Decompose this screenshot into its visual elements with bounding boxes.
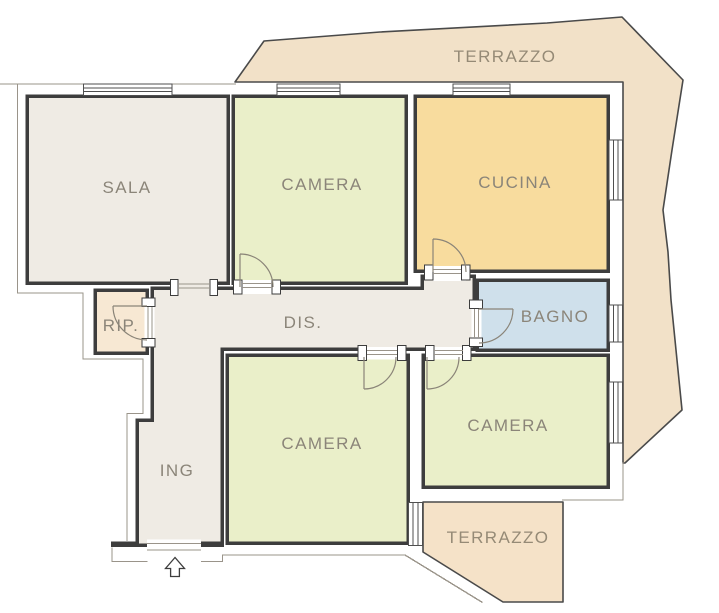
window-cucina-right [608, 139, 624, 201]
jamb [468, 337, 484, 348]
jamb [468, 299, 484, 310]
jamb [357, 344, 368, 362]
terrace-bottom-area [422, 501, 564, 603]
room-label-cucina: CUCINA [478, 173, 552, 192]
outline-entry-right-and-bottom [201, 554, 483, 604]
room-label-rip: RIP. [102, 316, 140, 335]
sill [147, 543, 201, 551]
room-rip [93, 288, 149, 355]
room-label-dis: DIS. [283, 313, 323, 332]
jamb [424, 344, 435, 362]
room-label-sala: SALA [102, 178, 152, 197]
opening-camera-mid-door [367, 347, 397, 360]
entrance-stub-left [111, 541, 137, 547]
rooms [25, 94, 610, 547]
sill [147, 307, 153, 338]
room-dis-ing-corridor [135, 274, 476, 547]
room-label-terrazzo-bottom: TERRAZZO [446, 528, 550, 547]
sill [367, 350, 397, 355]
jamb [232, 279, 243, 295]
window-cucina-top [452, 83, 511, 97]
door-camera-right [426, 356, 460, 390]
window-bagno-right [608, 304, 624, 343]
windows [82, 83, 624, 547]
door-camera-mid [363, 356, 397, 390]
room-label-terrazzo-top: TERRAZZO [453, 47, 557, 66]
door-cucina [432, 238, 467, 273]
door-camera-top [239, 253, 274, 288]
room-label-camera-top: CAMERA [281, 175, 363, 194]
opening-bagno-door [471, 309, 482, 338]
opening-rip-door [144, 307, 155, 338]
window-camera-top [276, 83, 341, 97]
door-bagno [478, 308, 514, 344]
room-label-camera-mid: CAMERA [281, 434, 363, 453]
jamb [169, 278, 179, 297]
sill [433, 269, 461, 274]
door-sills [147, 269, 479, 551]
room-label-camera-right: CAMERA [467, 416, 549, 435]
entrance-wall-stubs [111, 541, 222, 547]
room-label-bagno: BAGNO [520, 307, 590, 326]
outline-entry-left-stub [111, 547, 148, 563]
outline-bottom-right [562, 462, 624, 501]
jamb [423, 264, 434, 281]
door-jambs [141, 264, 484, 362]
room-camera-right [421, 353, 610, 489]
door-swings [112, 238, 514, 390]
jamb [141, 337, 156, 348]
jamb [461, 344, 472, 362]
jamb [209, 278, 219, 297]
entrance-arrow-icon [164, 556, 186, 578]
jamb [141, 297, 156, 308]
sill [474, 309, 479, 338]
sill [178, 283, 210, 289]
room-sala [25, 94, 230, 285]
window-camera-right [608, 381, 624, 444]
window-terrace-bottom [407, 501, 424, 547]
opening-entrance-door [147, 539, 201, 550]
door-rip [112, 305, 148, 341]
outline-left [16, 84, 144, 541]
sill [434, 350, 463, 355]
sill [242, 283, 272, 288]
room-camera-top [231, 94, 408, 285]
window-sala-top [82, 83, 173, 97]
jamb [396, 344, 407, 362]
room-label-ing: ING [159, 461, 195, 480]
room-bagno [475, 278, 610, 352]
entrance-stub-right [201, 541, 222, 547]
